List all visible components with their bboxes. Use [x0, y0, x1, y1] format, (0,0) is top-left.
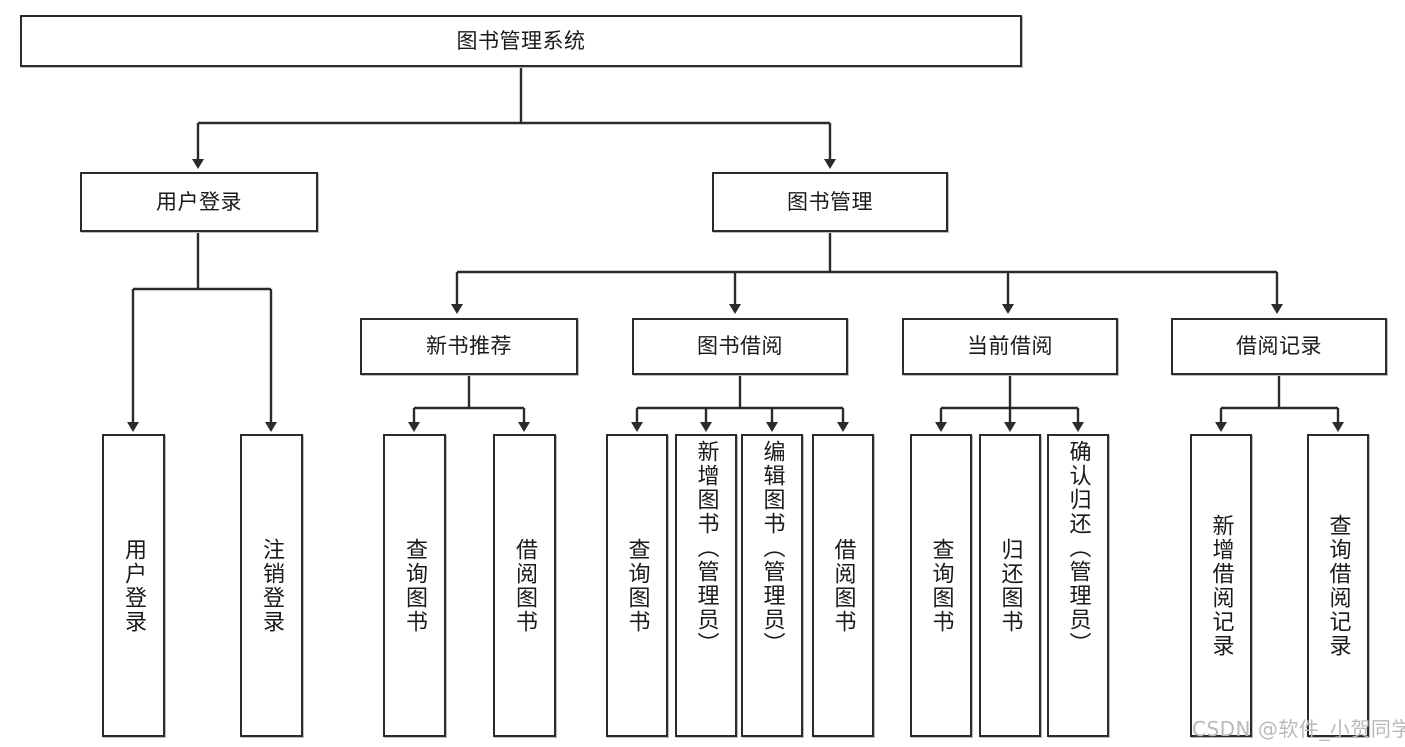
- leaf-add-book-admin[interactable]: 新增图书（管理员）: [675, 434, 737, 737]
- node-label: 新书推荐: [426, 334, 512, 359]
- leaf-logout[interactable]: 注销登录: [240, 434, 303, 737]
- node-label: 查询图书: [624, 537, 650, 634]
- leaf-query-book-current[interactable]: 查询图书: [910, 434, 972, 737]
- node-label: 注销登录: [259, 537, 285, 634]
- leaf-edit-book-admin[interactable]: 编辑图书（管理员）: [741, 434, 803, 737]
- node-label: 图书借阅: [697, 334, 783, 359]
- leaf-borrow-book[interactable]: 借阅图书: [812, 434, 874, 737]
- node-label: 当前借阅: [967, 334, 1053, 359]
- node-label: 确认归还（管理员）: [1065, 440, 1091, 656]
- node-label: 图书管理系统: [456, 28, 586, 53]
- node-label: 用户登录: [156, 189, 242, 214]
- node-label: 借阅图书: [512, 537, 538, 634]
- node-book-management[interactable]: 图书管理: [712, 172, 948, 232]
- node-root-book-management-system[interactable]: 图书管理系统: [20, 15, 1022, 67]
- leaf-return-book[interactable]: 归还图书: [979, 434, 1041, 737]
- leaf-borrow-book-recommend[interactable]: 借阅图书: [493, 434, 556, 737]
- leaf-query-book-recommend[interactable]: 查询图书: [383, 434, 446, 737]
- node-label: 借阅图书: [830, 537, 856, 634]
- node-label: 查询借阅记录: [1325, 513, 1351, 658]
- node-user-login[interactable]: 用户登录: [80, 172, 318, 232]
- node-label: 图书管理: [787, 189, 873, 214]
- node-label: 编辑图书（管理员）: [759, 440, 785, 656]
- node-label: 查询图书: [402, 537, 428, 634]
- leaf-add-borrow-record[interactable]: 新增借阅记录: [1190, 434, 1252, 737]
- leaf-user-login[interactable]: 用户登录: [102, 434, 165, 737]
- node-borrow-record[interactable]: 借阅记录: [1171, 318, 1387, 375]
- node-label: 归还图书: [997, 537, 1023, 634]
- leaf-query-borrow-record[interactable]: 查询借阅记录: [1307, 434, 1369, 737]
- node-label: 新增图书（管理员）: [693, 440, 719, 656]
- csdn-watermark: CSDN @软件_小贺同学: [1192, 717, 1405, 741]
- node-current-borrow[interactable]: 当前借阅: [902, 318, 1118, 375]
- node-new-book-recommend[interactable]: 新书推荐: [360, 318, 578, 375]
- node-book-borrow[interactable]: 图书借阅: [632, 318, 848, 375]
- node-label: 新增借阅记录: [1208, 513, 1234, 658]
- node-label: 借阅记录: [1236, 334, 1322, 359]
- node-label: 查询图书: [928, 537, 954, 634]
- leaf-query-book-borrow[interactable]: 查询图书: [606, 434, 668, 737]
- node-label: 用户登录: [121, 537, 147, 634]
- leaf-confirm-return-admin[interactable]: 确认归还（管理员）: [1047, 434, 1109, 737]
